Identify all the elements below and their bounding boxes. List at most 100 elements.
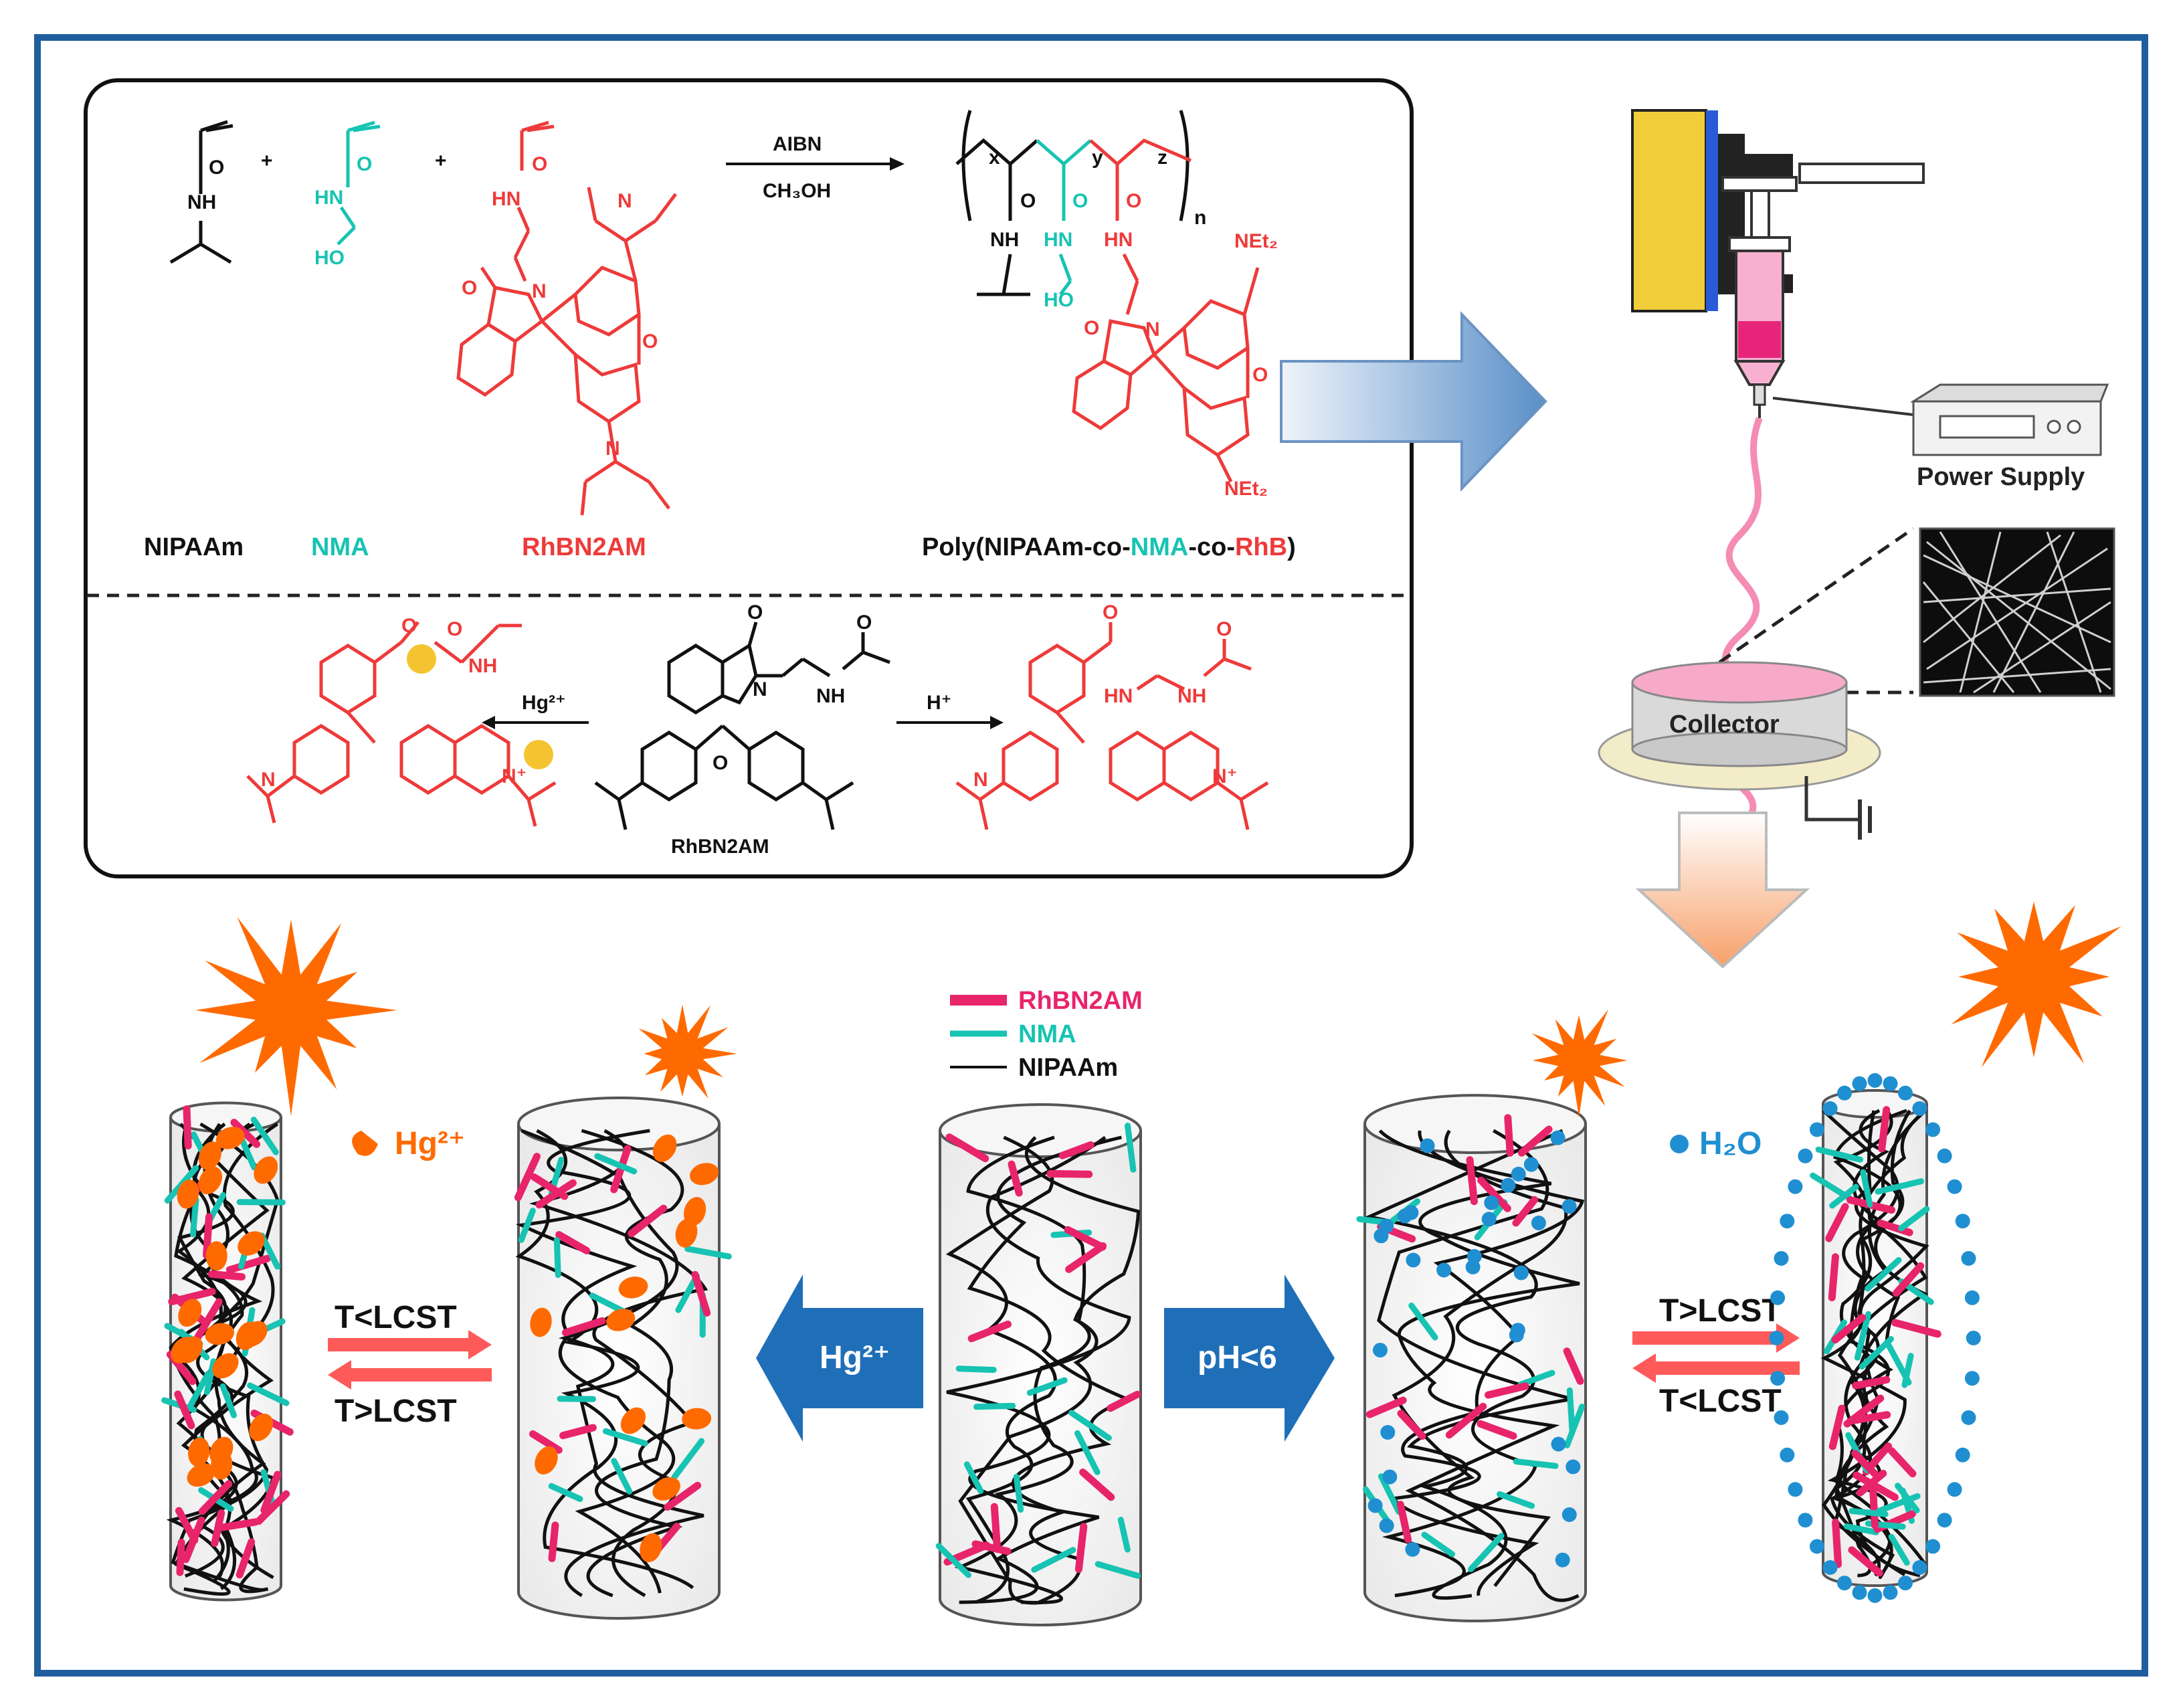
nma-segment [1068,1410,1112,1441]
polymer-rhb: RhB [1235,533,1287,561]
cylinder-chain-1-0 [529,1129,708,1598]
center-label: RhBN2AM [671,836,769,858]
halo-water-dot [1867,1588,1883,1603]
nma-segment [553,1237,561,1278]
nma-segment [1031,1547,1076,1573]
water-dot [1404,1205,1419,1220]
nma-ho: HO [314,247,345,269]
hg-blob [238,1231,265,1256]
collector-drum-bottom [1631,731,1848,767]
prot-hn: HN [1104,685,1133,707]
rhb-segment [1397,1410,1426,1440]
rhb-segment [174,1390,195,1430]
polymer-nma: NMA [1131,533,1189,561]
rhb-segment [1512,1196,1539,1227]
halo-water-dot [1769,1331,1784,1345]
water-label: H₂O [1699,1126,1762,1161]
hg-ion-icon [352,1131,378,1156]
nma-segment [1013,1473,1024,1513]
nma-segment [219,1383,237,1418]
rhb-segment [664,1481,702,1511]
halo-water-dot [1925,1122,1941,1137]
rhb-segment [1848,1546,1883,1577]
rhbn2am-structure [456,120,677,516]
syringe [1721,176,1798,406]
hg-complex-nh: NH [468,655,497,677]
halo-water-dot [1912,1101,1927,1116]
halo-water-dot [1867,1073,1883,1088]
prot-n: N [973,769,988,791]
rhb-segment [531,1173,569,1200]
process-arrow-right [1280,311,1547,492]
nma-segment [1865,1257,1902,1292]
hg-blob [675,1218,698,1248]
halo-water-dot [1898,1576,1913,1591]
halo-water-dot [1798,1148,1813,1163]
trigger-arrow-ph-label: pH<6 [1198,1340,1277,1375]
rhb-segment [990,1503,1002,1553]
rhb-segment [207,1270,246,1280]
hg-blob [187,1463,215,1487]
nma-o: O [357,153,372,175]
nma-segment [594,1153,638,1175]
halo-water-dot [1837,1085,1852,1101]
rhb-segment [945,1133,989,1163]
nma-segment [1125,1123,1137,1173]
nma-segment [557,1396,596,1402]
hg-blob [254,1156,278,1184]
nma-segment [1895,1483,1920,1514]
hg-blob [177,1179,199,1209]
hg-arrow-head [482,716,495,729]
halo-water-dot [1883,1585,1898,1600]
hg-blob [198,1166,223,1195]
water-dot [1367,1498,1383,1513]
halo-water-dot [1947,1179,1962,1194]
hg-blob [198,1141,222,1170]
nma-segment [1513,1458,1559,1469]
rhb-segment [971,1540,1012,1555]
rhb-segment [176,1539,185,1576]
rhb-segment [1825,1203,1849,1242]
rhb-segment [168,1288,216,1306]
nma-segment [1875,1178,1925,1195]
rhb-segment [529,1430,563,1454]
nma-hn: HN [314,187,343,209]
rhb-o3: O [642,330,658,353]
inset-line-top [1718,527,1915,664]
poly-n: n [1194,207,1206,229]
rhbn2am-center-structure [594,622,890,830]
fluorescence-star-small-left [638,1004,737,1099]
poly-n-atom: N [1145,318,1160,341]
water-dot [1550,1130,1566,1145]
hg-blob [178,1299,202,1327]
hg-blob [212,1353,239,1379]
halo-water-dot [1822,1101,1838,1116]
water-dot [1513,1265,1529,1280]
rhb-n1: N [532,280,547,302]
nma-segment [1859,1336,1894,1370]
halo-water-dot [1883,1076,1898,1091]
power-wire [1772,397,1914,416]
rhb-n2: N [618,190,632,212]
lcst-left-bottom-label: T>LCST [335,1394,457,1429]
nma-segment [935,1543,971,1578]
halo-water-dot [1947,1482,1962,1497]
power-supply-label: Power Supply [1917,463,2085,491]
trigger-arrow-hg [756,1274,923,1442]
trigger-arrow-hg-label: Hg²⁺ [820,1340,890,1375]
water-dot [1465,1259,1481,1274]
hg-blob [535,1446,558,1475]
water-dot [1484,1195,1499,1210]
reagent-ch3oh: CH₃OH [763,180,831,202]
process-arrow-down [1635,812,1810,969]
cylinder-chain-2-3 [958,1136,1141,1605]
rhb-segment [691,1270,711,1317]
polymer-structure [955,110,1260,483]
power-supply-box [1909,383,2109,456]
hg-complex-structure [246,621,557,827]
center-o1: O [747,601,763,624]
nma-segment [1898,1206,1930,1232]
rhb-segment [192,1298,223,1345]
fiber-cylinders [161,901,2121,1626]
